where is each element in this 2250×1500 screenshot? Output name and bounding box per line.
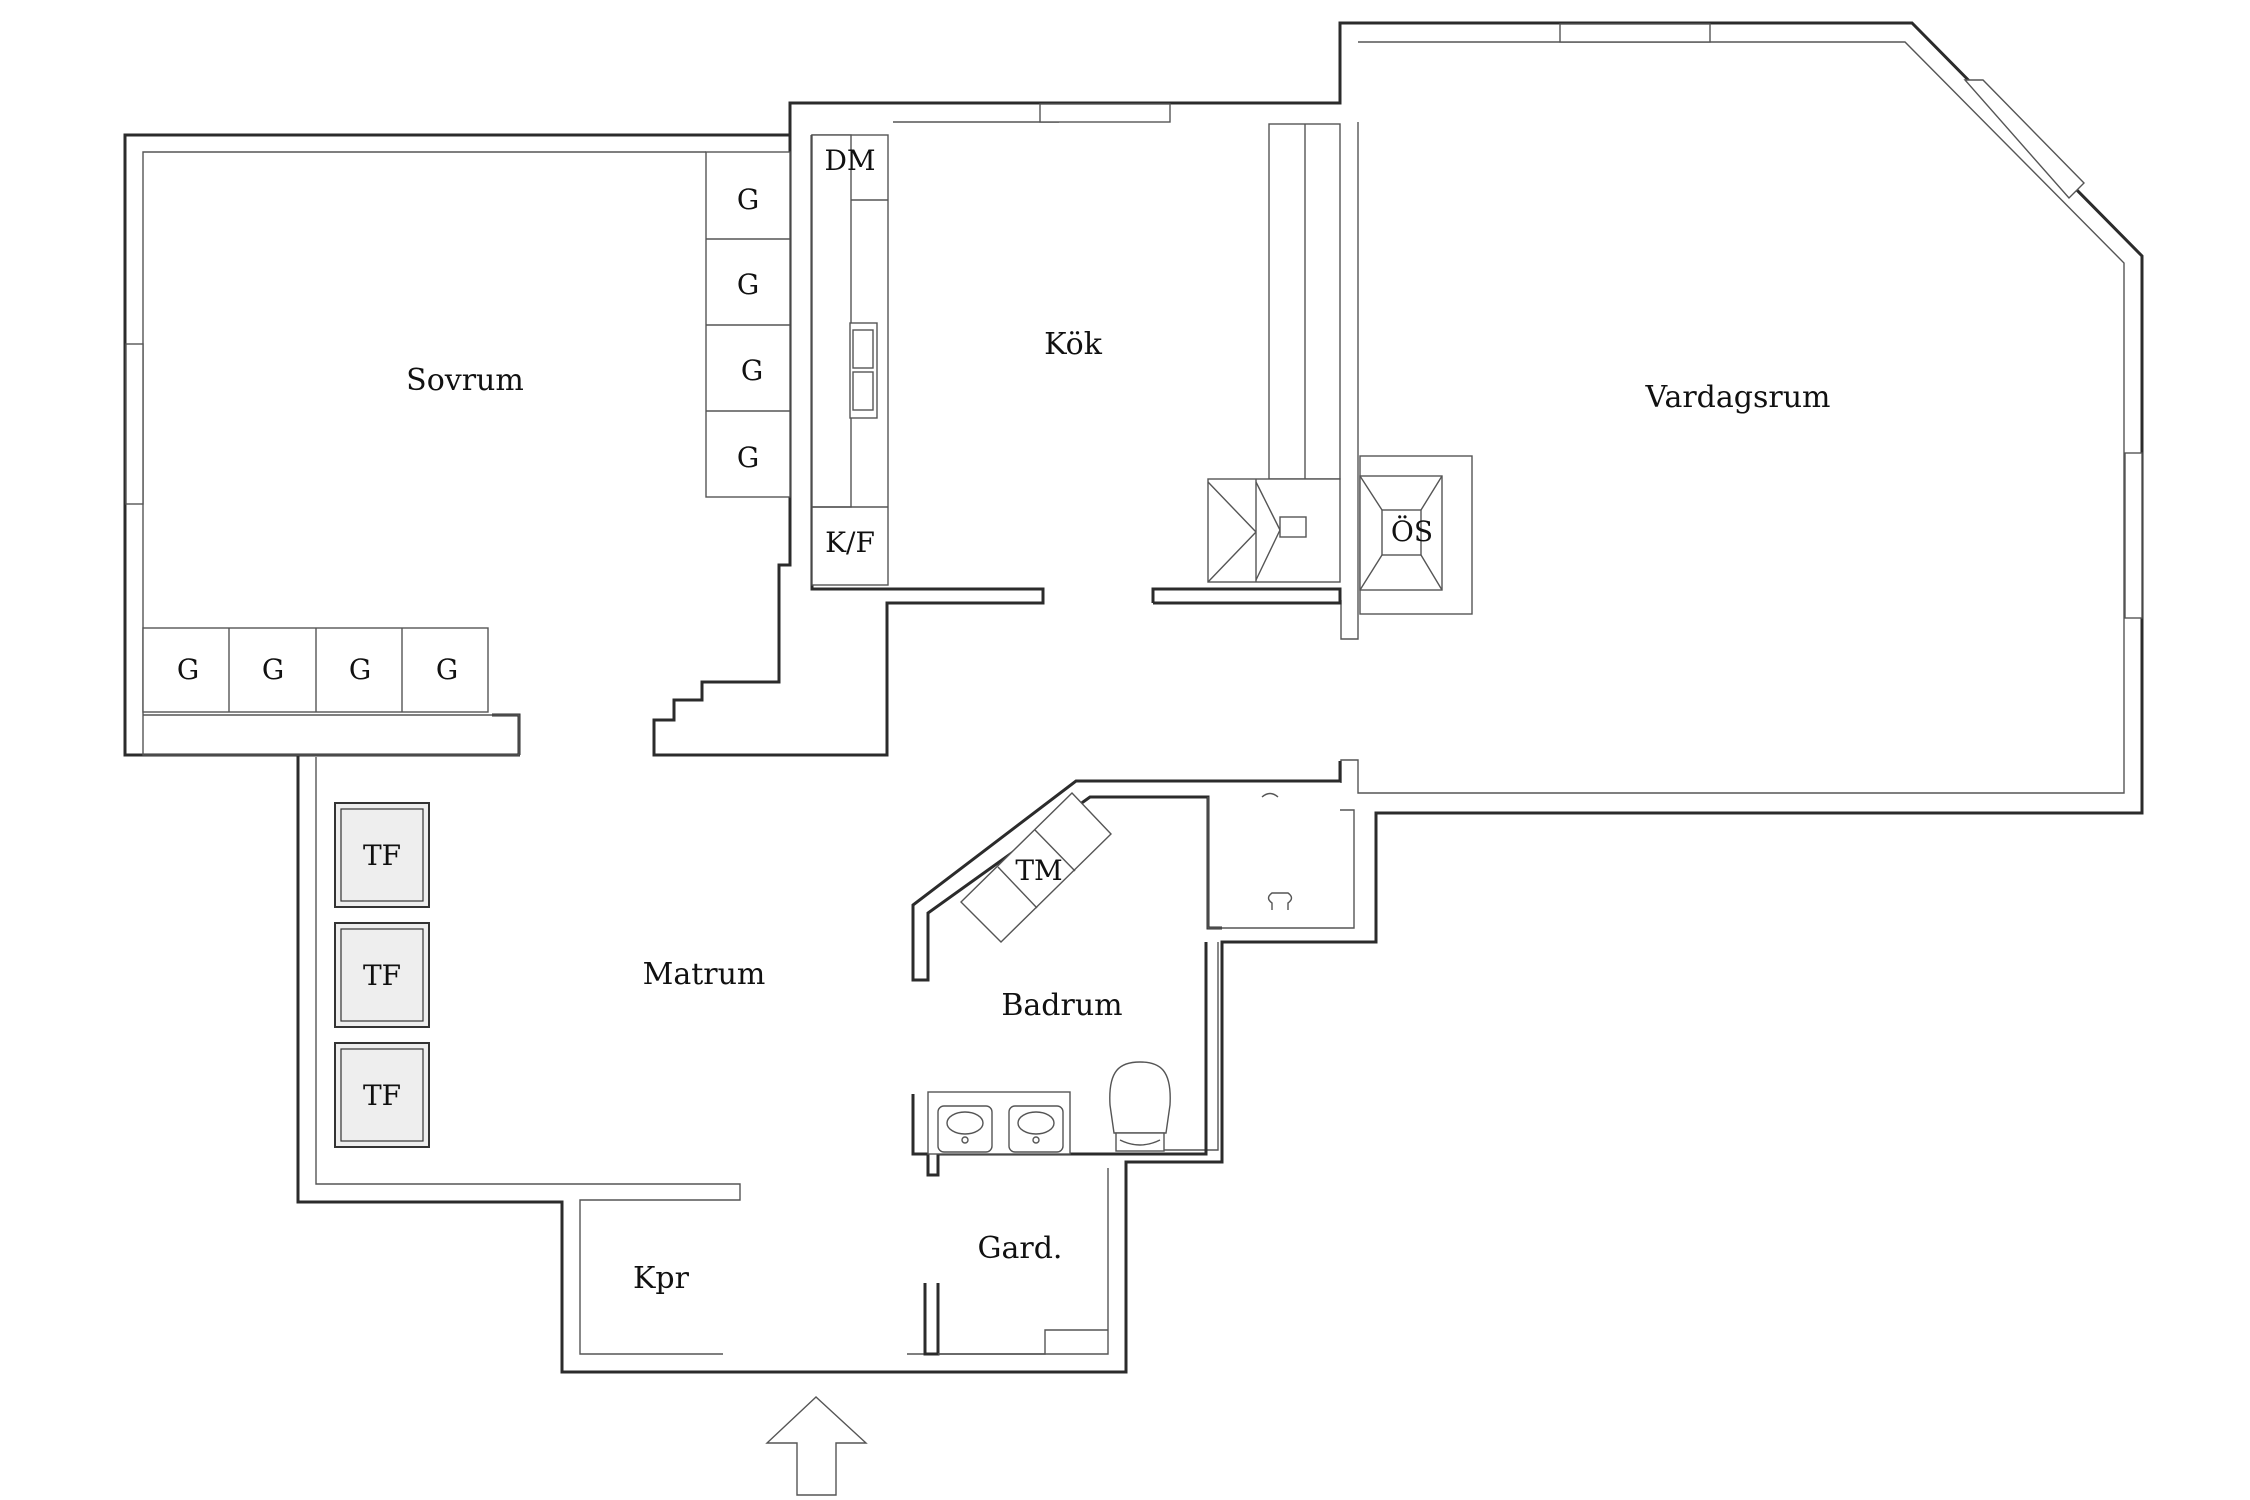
label-badrum: Badrum [1001, 988, 1122, 1023]
label-drying-cabinet: TF [363, 839, 401, 872]
label-wardrobe: G [737, 268, 759, 301]
label-matrum: Matrum [643, 957, 766, 992]
label-gard: Gard. [978, 1231, 1063, 1266]
counter-left-top [811, 134, 852, 508]
drying-cabinets [334, 802, 430, 1148]
label-wardrobe: G [177, 653, 199, 686]
window-kok [1039, 103, 1171, 123]
entrance-arrow-icon [765, 1396, 868, 1496]
label-sovrum: Sovrum [406, 363, 524, 398]
label-kpr: Kpr [633, 1261, 690, 1296]
window-vardagsrum-right [2124, 452, 2143, 619]
window-sovrum [125, 343, 144, 505]
kitchen-counters [811, 123, 1341, 586]
outer-walls [123, 21, 2144, 1374]
window-vardagsrum-top [1559, 23, 1711, 43]
wardrobes-horizontal [142, 627, 520, 756]
label-drying-cabinet: TF [363, 1079, 401, 1112]
label-wardrobe: G [436, 653, 458, 686]
label-kok: Kök [1044, 327, 1103, 362]
label-fridge-freezer: K/F [825, 526, 875, 559]
cooktop [1207, 478, 1341, 583]
label-wardrobe: G [737, 441, 759, 474]
label-drying-cabinet: TF [363, 959, 401, 992]
tiled-stove [1359, 455, 1473, 615]
fixture-labels: DM K/F ÖS TM G G G G G G G G TF TF TF [177, 144, 1433, 1112]
windows [125, 23, 2143, 619]
window-vardagsrum-angled [1963, 79, 2085, 200]
label-washing-machine: TM [1015, 854, 1062, 887]
label-wardrobe: G [741, 354, 763, 387]
interior-walls [492, 135, 1355, 1356]
label-stove: ÖS [1391, 514, 1433, 548]
label-dishwasher: DM [824, 144, 875, 177]
bathroom-fixtures [927, 792, 1293, 1155]
label-vardagsrum: Vardagsrum [1645, 380, 1831, 415]
label-wardrobe: G [349, 653, 371, 686]
label-wardrobe: G [262, 653, 284, 686]
washing-machine [960, 792, 1112, 943]
toilet [1109, 1061, 1171, 1134]
wardrobes-vertical [705, 151, 791, 498]
room-labels: Sovrum Kök Vardagsrum Matrum Badrum Kpr … [406, 327, 1830, 1296]
label-wardrobe: G [737, 183, 759, 216]
